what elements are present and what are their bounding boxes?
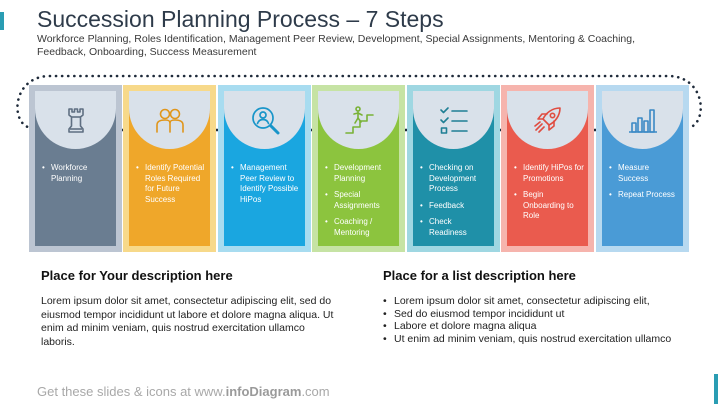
step-body: Development Planning Special Assignments… [318,91,399,246]
step-items: Measure Success Repeat Process [608,163,680,207]
step-item: Begin Onboarding to Role [513,190,585,222]
step-item: Identify Potential Roles Required for Fu… [135,163,207,205]
step-items: Management Peer Review to Identify Possi… [230,163,302,211]
right-accent-bar [714,374,718,404]
right-description: Place for a list description here Lorem … [383,268,703,345]
step-item: Workforce Planning [41,163,113,184]
step-item: Management Peer Review to Identify Possi… [230,163,302,205]
footer-credit: Get these slides & icons at www.infoDiag… [37,384,330,399]
list-item: Sed do eiusmod tempor incididunt ut [383,308,703,321]
footer-brand: infoDiagram [225,384,302,399]
step-2-card: Identify Potential Roles Required for Fu… [123,85,216,252]
step-icon-circle [602,91,683,149]
list-item: Lorem ipsum dolor sit amet, consectetur … [383,295,703,308]
step-items: Workforce Planning [41,163,113,190]
step-icon-circle [507,91,588,149]
people-icon [155,108,184,133]
step-5-card: Checking on Development Process Feedback… [407,85,500,252]
step-item: Development Planning [324,163,396,184]
step-7-card: Measure Success Repeat Process [596,85,689,252]
step-item: Check Readiness [419,217,491,238]
footer-suffix: .com [301,384,330,399]
footer-prefix: Get these slides & icons at www. [37,384,226,399]
step-item: Identify HiPos for Promotions [513,163,585,184]
step-icon-circle [129,91,210,149]
left-description-text: Lorem ipsum dolor sit amet, consectetur … [41,295,334,348]
step-body: Identify Potential Roles Required for Fu… [129,91,210,246]
step-icon-circle [413,91,494,149]
step-items: Checking on Development Process Feedback… [419,163,491,244]
step-body: Management Peer Review to Identify Possi… [224,91,305,246]
step-body: Workforce Planning [35,91,116,246]
step-items: Identify Potential Roles Required for Fu… [135,163,207,211]
page-subtitle: Workforce Planning, Roles Identification… [37,33,636,58]
chess-rook-icon [67,108,84,133]
step-icon-circle [224,91,305,149]
bar-chart-icon [628,109,657,133]
page-title: Succession Planning Process – 7 Steps [37,6,444,32]
step-icon-circle [318,91,399,149]
step-item: Special Assignments [324,190,396,211]
right-description-list: Lorem ipsum dolor sit amet, consectetur … [383,295,703,345]
stairs-climb-icon [344,106,374,134]
step-item: Coaching / Mentoring [324,217,396,238]
rocket-icon [533,107,561,133]
step-body: Identify HiPos for Promotions Begin Onbo… [507,91,588,246]
step-item: Repeat Process [608,190,680,201]
step-1-card: Workforce Planning [29,85,122,252]
step-items: Identify HiPos for Promotions Begin Onbo… [513,163,585,228]
step-body: Measure Success Repeat Process [602,91,683,246]
step-6-card: Identify HiPos for Promotions Begin Onbo… [501,85,594,252]
left-description: Place for Your description here Lorem ip… [41,268,341,349]
step-item: Measure Success [608,163,680,184]
step-3-card: Management Peer Review to Identify Possi… [218,85,311,252]
right-description-title: Place for a list description here [383,268,576,283]
checklist-icon [439,107,468,134]
step-icon-circle [35,91,116,149]
left-accent-bar [0,12,4,30]
step-4-card: Development Planning Special Assignments… [312,85,405,252]
step-body: Checking on Development Process Feedback… [413,91,494,246]
list-item: Ut enim ad minim veniam, quis nostrud ex… [383,333,703,346]
list-item: Labore et dolore magna aliqua [383,320,703,333]
left-description-title: Place for Your description here [41,268,233,283]
step-item: Checking on Development Process [419,163,491,195]
step-item: Feedback [419,201,491,212]
step-items: Development Planning Special Assignments… [324,163,396,244]
person-search-icon [251,107,279,135]
